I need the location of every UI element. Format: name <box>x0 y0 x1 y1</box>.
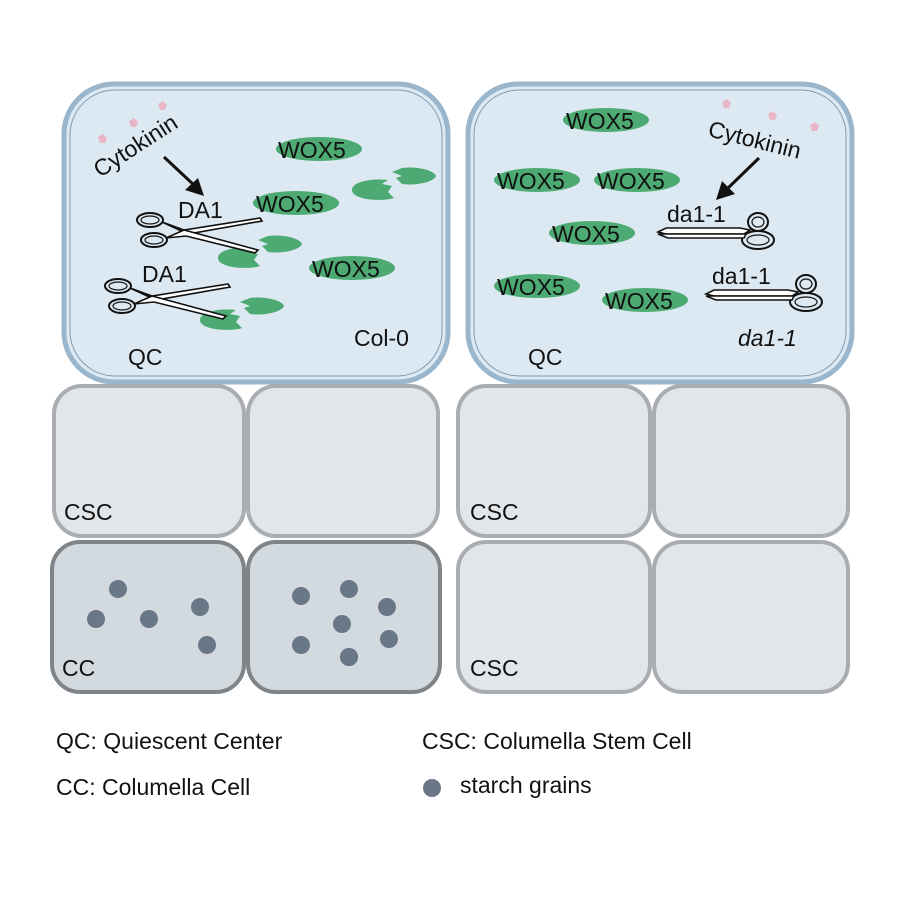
protease-label: DA1 <box>142 261 187 287</box>
csc-cell <box>456 384 652 538</box>
qc-label: QC <box>128 344 163 370</box>
wox5-protein <box>309 256 395 280</box>
csc-cell <box>652 384 850 538</box>
wox5-label: WOX5 <box>497 168 565 194</box>
cytokinin-molecule-icon <box>768 111 777 120</box>
cell-label: CC <box>62 655 95 681</box>
qc-cell <box>61 81 451 385</box>
panel-col0: Cytokinin WOX5 WOX5 WOX5 DA1 DA1 QC Col-… <box>50 81 451 694</box>
starch-grain <box>378 598 396 616</box>
csc-cell <box>456 540 652 694</box>
starch-grain <box>380 630 398 648</box>
wox5-protein <box>602 288 688 312</box>
protease-label: DA1 <box>178 197 223 223</box>
wox5-label: WOX5 <box>312 256 380 282</box>
wox5-protein <box>594 168 680 192</box>
wox5-label: WOX5 <box>597 168 665 194</box>
panel-da1-1: Cytokinin WOX5 WOX5 WOX5 WOX5 WOX5 WOX5 … <box>456 81 855 694</box>
cytokinin-molecule-icon <box>158 101 167 110</box>
protease-label: da1-1 <box>667 201 726 227</box>
starch-grain <box>333 615 351 633</box>
starch-grain <box>109 580 127 598</box>
wox5-label: WOX5 <box>278 137 346 163</box>
genotype-label: da1-1 <box>738 325 797 351</box>
wox5-protein <box>494 274 580 298</box>
cell-label: CSC <box>470 499 519 525</box>
qc-label: QC <box>528 344 563 370</box>
cell-label: CSC <box>64 499 113 525</box>
wox5-protein <box>494 168 580 192</box>
csc-cell <box>246 384 440 538</box>
cytokinin-molecule-icon <box>129 118 138 127</box>
cytokinin-molecule-icon <box>722 99 731 108</box>
wox5-label: WOX5 <box>497 274 565 300</box>
legend-starch: starch grains <box>460 772 592 798</box>
starch-grain <box>340 580 358 598</box>
wox5-protein <box>549 221 635 245</box>
starch-grain-legend-icon <box>423 779 441 797</box>
protease-label: da1-1 <box>712 263 771 289</box>
legend-csc: CSC: Columella Stem Cell <box>422 728 692 754</box>
cytokinin-molecule-icon <box>98 134 107 143</box>
starch-grain <box>340 648 358 666</box>
genotype-label: Col-0 <box>354 325 409 351</box>
csc-cell <box>52 384 246 538</box>
starch-grain <box>292 636 310 654</box>
wox5-label: WOX5 <box>256 191 324 217</box>
starch-grain <box>191 598 209 616</box>
starch-grain <box>87 610 105 628</box>
starch-grain <box>292 587 310 605</box>
arrow-head-icon <box>185 178 204 196</box>
wox5-protein <box>563 108 649 132</box>
wox5-protein <box>253 191 339 215</box>
csc-cell <box>652 540 850 694</box>
wox5-protein <box>276 137 362 161</box>
starch-grain <box>140 610 158 628</box>
activation-arrow <box>162 155 197 188</box>
arrow-head-icon <box>716 181 735 200</box>
legend-cc: CC: Columella Cell <box>56 774 251 800</box>
starch-grain-group <box>87 580 398 666</box>
cytokinin-molecule-icon <box>810 122 819 131</box>
starch-grain <box>198 636 216 654</box>
wox5-label: WOX5 <box>605 288 673 314</box>
activation-arrow <box>724 156 761 192</box>
wox5-label: WOX5 <box>552 221 620 247</box>
cell-label: CSC <box>470 655 519 681</box>
wox5-label: WOX5 <box>566 108 634 134</box>
legend-qc: QC: Quiescent Center <box>56 728 283 754</box>
